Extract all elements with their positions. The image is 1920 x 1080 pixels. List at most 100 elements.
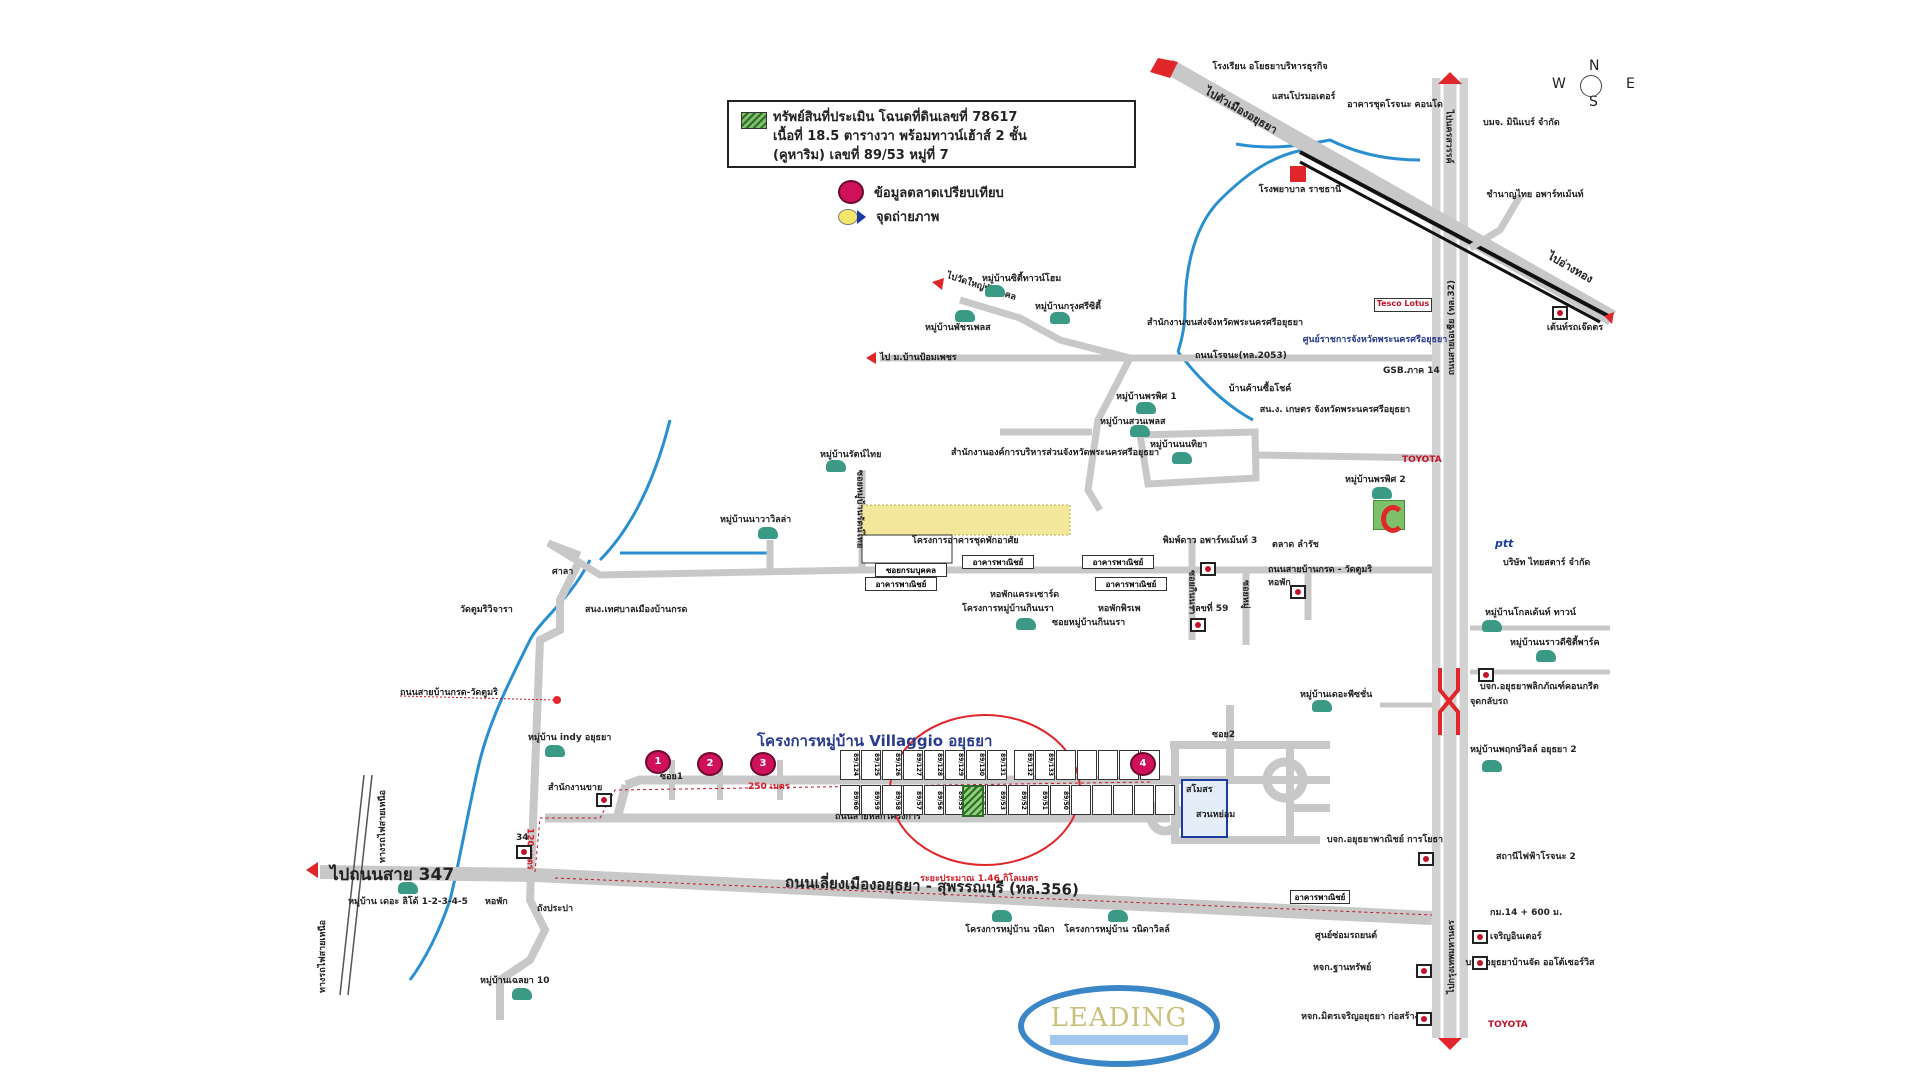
village-icon — [1536, 650, 1556, 662]
market-point-4-label: 4 — [1139, 758, 1147, 769]
legend-subject-text: ทรัพย์สินที่ประเมิน โฉนดที่ดินเลขที่ 786… — [773, 108, 1027, 165]
townhouse-unit[interactable]: 89/52 — [1008, 785, 1028, 815]
logo-name: LEADING — [1050, 1003, 1188, 1033]
place-charoen-inter: เจริญอินเตอร์ — [1490, 932, 1542, 942]
townhouse-unit-empty — [1092, 785, 1112, 815]
place-substation: สถานีไฟฟ้าโรจนะ 2 — [1496, 852, 1576, 862]
road-project-soi1 — [624, 775, 1170, 790]
road-ban-krot — [546, 540, 1432, 579]
road-label-soi-rat: ซอยหมู่บ้านรัตน์ไทย — [854, 470, 865, 549]
townhouse-unit-empty — [1056, 750, 1076, 780]
subject-property-unit[interactable] — [962, 785, 984, 817]
place-gsb-bank: GSB.ภาค 14 — [1383, 366, 1440, 376]
arrow-wat-yai — [932, 278, 944, 290]
townhouse-unit[interactable]: 89/60 — [840, 785, 860, 815]
village-icon — [1016, 618, 1036, 630]
compass-e: E — [1626, 76, 1635, 92]
village-icon — [398, 882, 418, 894]
market-point-3[interactable]: 3 — [750, 752, 776, 776]
distance-146km-label: ระยะประมาณ 1.46 กิโลเมตร — [920, 874, 1039, 884]
place-patchara-place: หมู่บ้านพัชรเพลส — [925, 323, 991, 333]
marker-icon — [1552, 306, 1568, 320]
market-point-2-label: 2 — [706, 758, 714, 769]
place-commercial-5: อาคารพาณิชย์ — [1290, 890, 1350, 904]
townhouse-unit[interactable]: 89/126 — [882, 750, 902, 780]
place-saen-pro: แสนโปรมอเตอร์ — [1272, 92, 1336, 102]
townhouse-unit[interactable]: 89/50 — [1050, 785, 1070, 815]
road-356-dotted — [554, 877, 1433, 916]
village-icon — [985, 285, 1005, 297]
village-icon — [758, 527, 778, 539]
townhouse-unit[interactable]: 89/127 — [903, 750, 923, 780]
project-soi2-label: ซอย2 — [1212, 730, 1236, 740]
village-icon — [1312, 700, 1332, 712]
logo-band — [1050, 1035, 1188, 1045]
railway-west — [339, 774, 373, 996]
townhouse-unit[interactable]: 89/133 — [1035, 750, 1055, 780]
place-commercial-4: อาคารพาณิชย์ — [1095, 577, 1167, 591]
market-point-4[interactable]: 4 — [1130, 752, 1156, 776]
place-narawadee: หมู่บ้านนราวดีซิตี้พาร์ค — [1510, 638, 1600, 648]
place-government-center: ศูนย์ราชการจังหวัดพระนครศรีอยุธยา — [1302, 335, 1448, 345]
townhouse-unit[interactable]: 89/59 — [861, 785, 881, 815]
hospital-cross-icon — [1290, 166, 1306, 182]
park-label: สวนหย่อม — [1196, 810, 1236, 820]
townhouse-unit[interactable]: 89/129 — [945, 750, 965, 780]
market-point-1[interactable]: 1 — [645, 750, 671, 774]
place-golden-town: หมู่บ้านโกลเด้นท์ ทาวน์ — [1485, 608, 1576, 618]
marker-icon — [596, 793, 612, 807]
place-thai-star: บริษัท ไทยสตาร์ จำกัด — [1503, 558, 1591, 568]
place-dorm-3: หอพัก — [1268, 578, 1291, 588]
river-upper-2 — [1235, 138, 1421, 162]
village-icon — [1136, 402, 1156, 414]
legend-subject-line3: (คูหาริม) เลขที่ 89/53 หมู่ที่ 7 — [773, 148, 949, 163]
townhouse-unit[interactable]: 89/58 — [882, 785, 902, 815]
subject-hatch-swatch — [741, 112, 767, 129]
market-point-2[interactable]: 2 — [697, 752, 723, 776]
place-pornpat-1: หมู่บ้านพรพิศ 1 — [1116, 392, 1177, 402]
place-toyota-2: TOYOTA — [1488, 1020, 1528, 1030]
compass-n: N — [1589, 58, 1600, 74]
u-turn-icon — [1438, 668, 1460, 735]
road-label-ban-krot-2: ถนนสายบ้านกรด - วัดตูมริ — [1268, 565, 1373, 575]
project-soi1-label: ซอย1 — [660, 772, 684, 782]
place-water-tower: ถังประปา — [537, 904, 573, 914]
townhouse-unit[interactable]: 89/51 — [1029, 785, 1049, 815]
legend-market-label: ข้อมูลตลาดเปรียบเทียบ — [874, 185, 1004, 201]
road-down-left — [1084, 356, 1134, 512]
townhouse-unit[interactable]: 89/56 — [924, 785, 944, 815]
village-icon — [1482, 620, 1502, 632]
village-icon — [1482, 760, 1502, 772]
railway-diagonal — [1299, 150, 1613, 320]
road-label-soi-ginnara: ซอยกินนรา — [1186, 570, 1197, 615]
legend-market: ข้อมูลตลาดเปรียบเทียบ — [838, 180, 1004, 204]
place-concrete-co: บจก.อยุธยาพลิกภัณฑ์คอนกรีต — [1480, 682, 1599, 692]
railway-label-2: ทางรถไฟสายเหนือ — [318, 920, 328, 993]
arrow-south-asia — [1438, 1038, 1462, 1050]
townhouse-unit[interactable]: 89/53 — [987, 785, 1007, 815]
road-lotus-link — [1468, 194, 1524, 252]
road-west-vertical — [496, 558, 584, 1020]
place-lido-village: หมู่บ้าน เดอะ ลิโด้ 1-2-3-4-5 — [348, 897, 468, 907]
townhouse-unit[interactable]: 89/124 — [840, 750, 860, 780]
townhouse-unit[interactable]: 89/131 — [987, 750, 1007, 780]
roundabout-1 — [1262, 757, 1308, 803]
place-no-59: เลขที่ 59 — [1192, 604, 1229, 614]
road-to-ayutthaya — [1164, 59, 1616, 325]
place-dorm-1: หอพักแคระเซาร์ด — [990, 590, 1060, 600]
compass-rose-icon: N W E S — [1552, 58, 1642, 118]
clubhouse-label: สโมสร — [1186, 785, 1213, 795]
place-rattanai: หมู่บ้านรัตน์ไทย — [820, 450, 882, 460]
townhouse-unit[interactable]: 89/57 — [903, 785, 923, 815]
place-number-34: 34 — [516, 833, 529, 843]
dormitory-block — [861, 534, 953, 564]
place-sala: ศาลา — [552, 567, 574, 577]
arrow-north-asia — [1438, 72, 1462, 84]
townhouse-unit[interactable]: 89/125 — [861, 750, 881, 780]
townhouse-unit[interactable]: 89/130 — [966, 750, 986, 780]
place-nanthiya: หมู่บ้านนนทิยา — [1150, 440, 1208, 450]
place-baan-chai: บ้านค้านซื้อโชค์ — [1228, 384, 1292, 394]
village-icon — [1172, 452, 1192, 464]
townhouse-unit[interactable]: 89/132 — [1014, 750, 1034, 780]
townhouse-unit[interactable]: 89/128 — [924, 750, 944, 780]
